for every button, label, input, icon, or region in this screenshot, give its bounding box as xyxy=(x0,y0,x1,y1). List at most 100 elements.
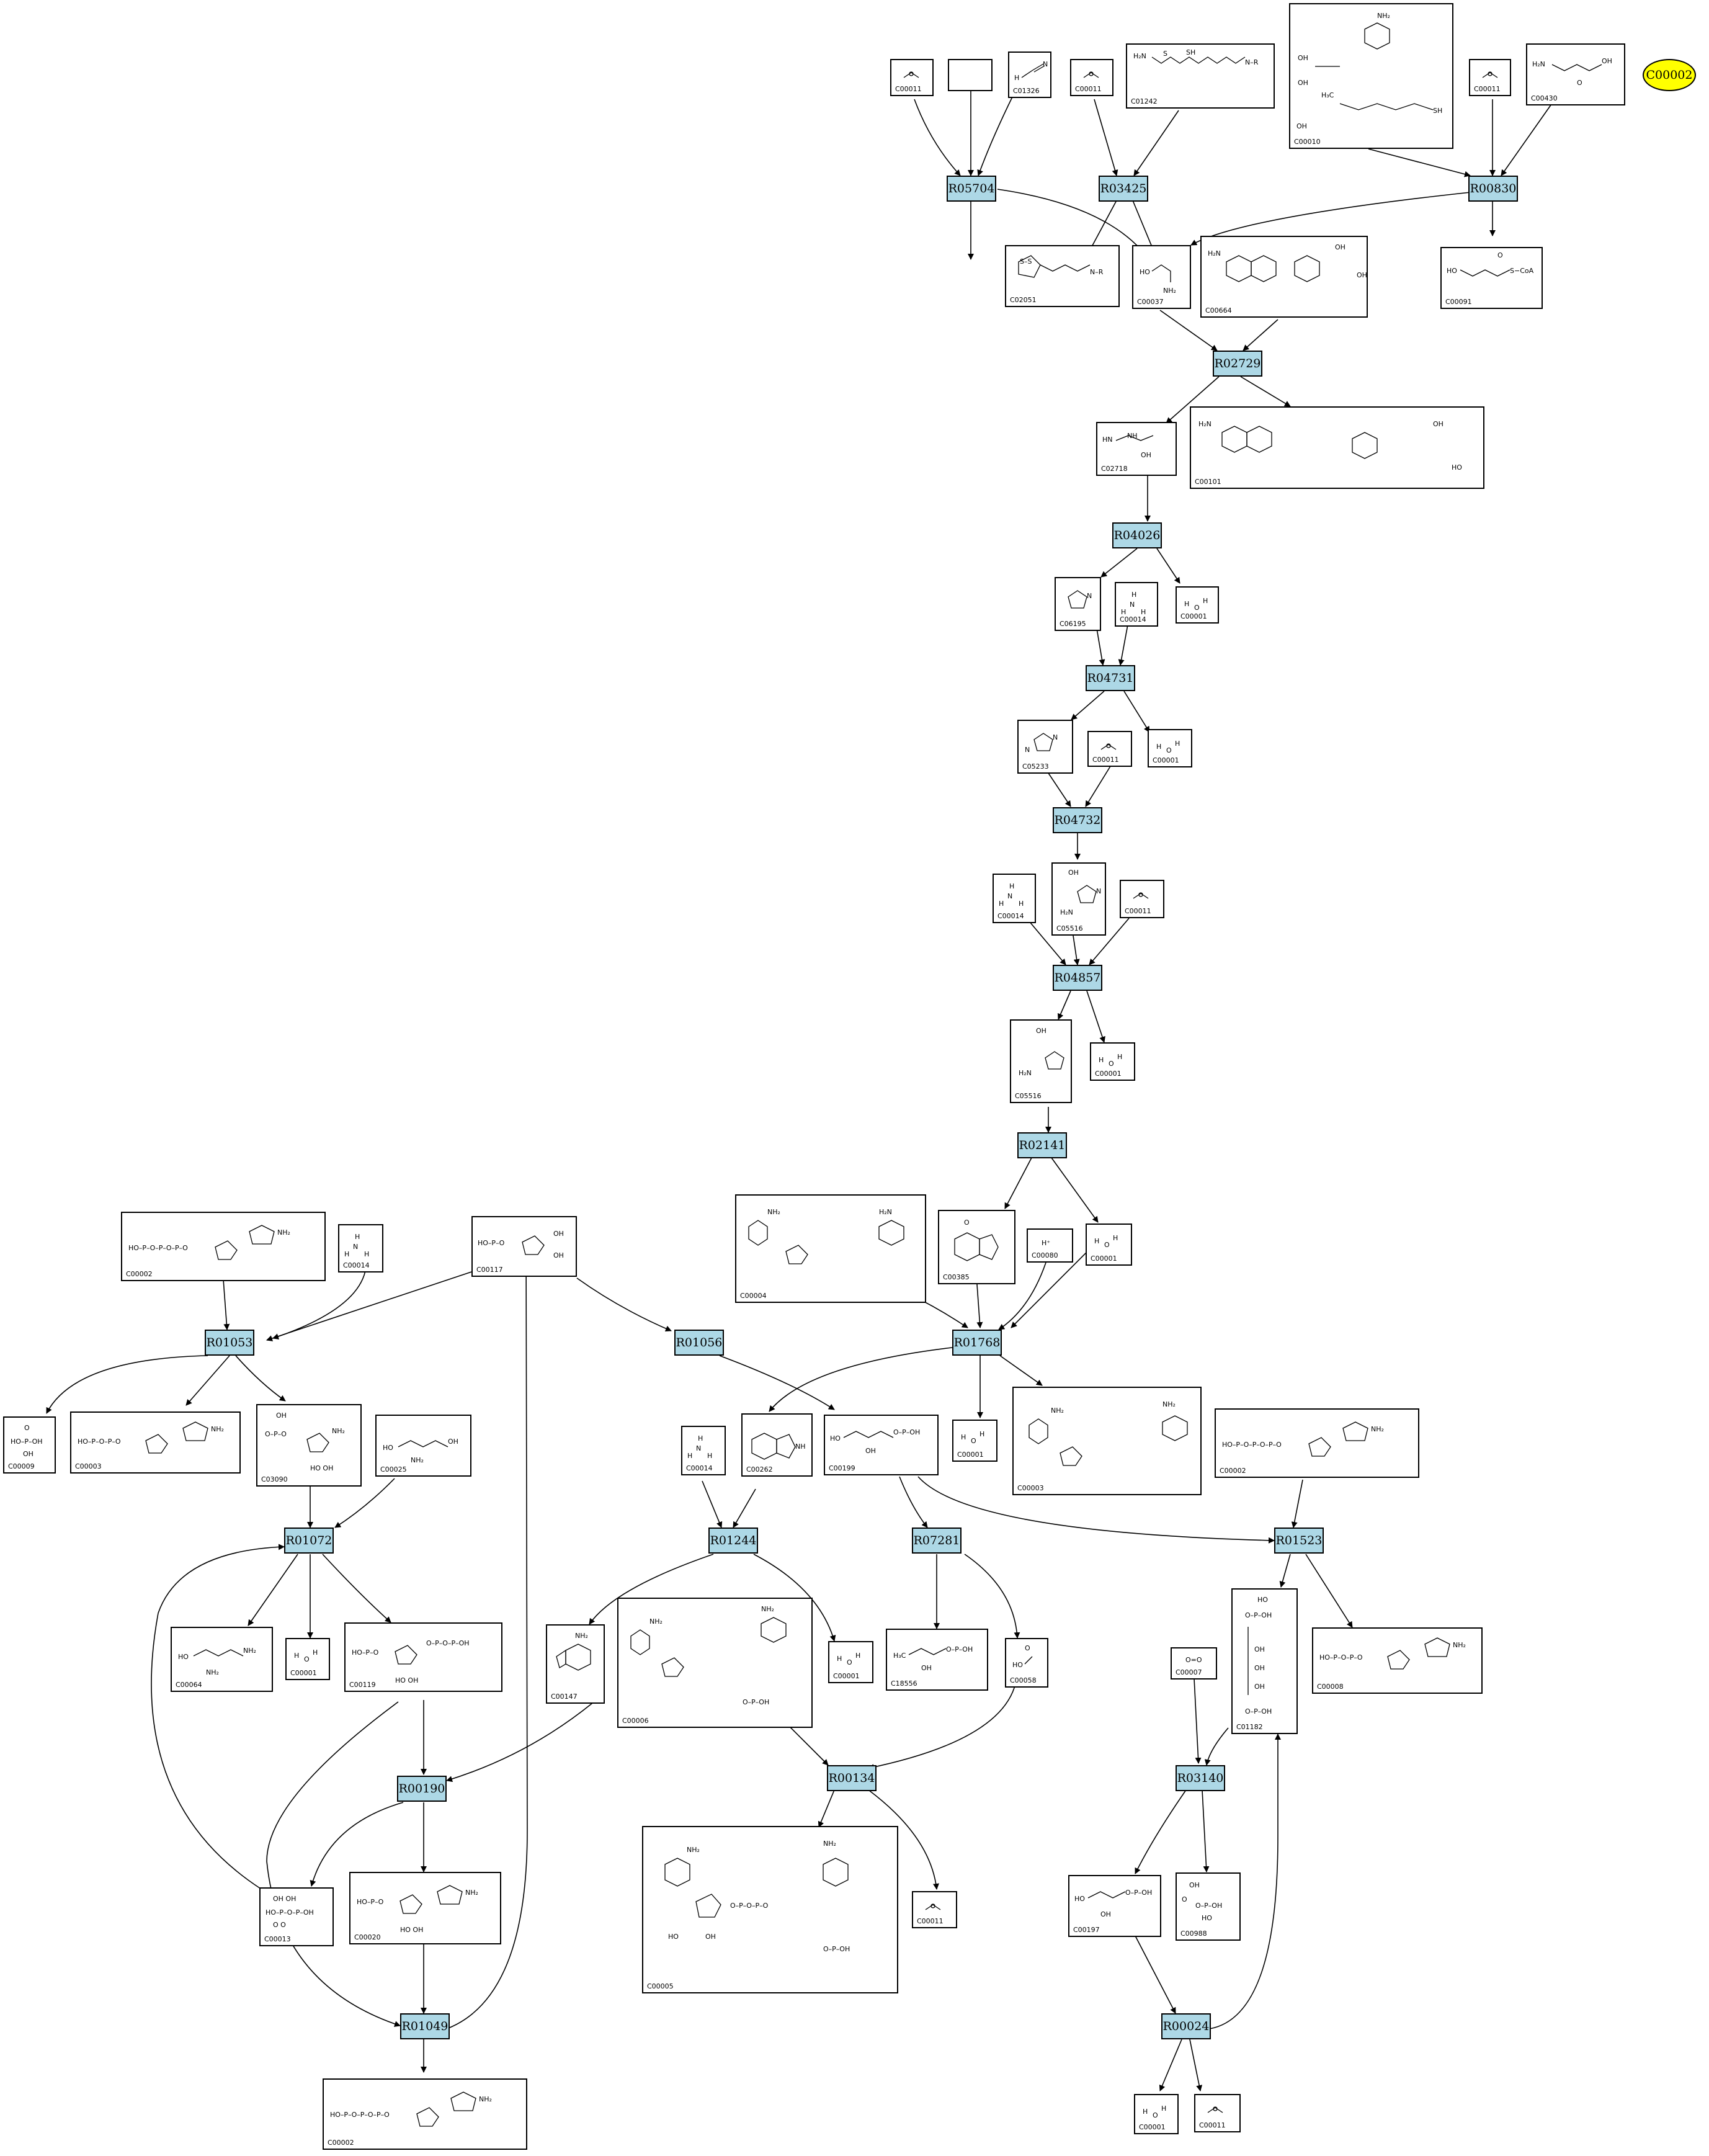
svg-text:NH₂: NH₂ xyxy=(1377,12,1390,20)
compound-box[interactable]: NH C00262 xyxy=(741,1413,813,1477)
svg-text:N: N xyxy=(1087,592,1092,600)
compound-box-empty[interactable] xyxy=(948,59,993,91)
compound-box[interactable]: N C06195 xyxy=(1055,577,1101,631)
aica-ribotide-structure: NH xyxy=(751,1433,806,1460)
compound-box[interactable]: C00011 xyxy=(890,59,934,96)
compound-box[interactable]: C00011 xyxy=(1087,731,1132,767)
reaction-node[interactable]: R01768 xyxy=(952,1330,1002,1356)
reaction-node[interactable]: R03140 xyxy=(1176,1765,1225,1791)
reaction-node[interactable]: R05704 xyxy=(947,176,996,202)
svg-text:NH: NH xyxy=(795,1443,806,1451)
svg-text:O–P–OH: O–P–OH xyxy=(893,1428,920,1436)
svg-text:OH: OH xyxy=(553,1251,564,1259)
reaction-node[interactable]: R02729 xyxy=(1213,351,1262,377)
co2-structure xyxy=(1482,71,1498,78)
reaction-node[interactable]: R01053 xyxy=(205,1330,254,1356)
reaction-node[interactable]: R04026 xyxy=(1112,522,1162,548)
svg-text:HO–P–O–P–O–P–O: HO–P–O–P–O–P–O xyxy=(1222,1441,1282,1449)
svg-text:S: S xyxy=(1163,50,1167,58)
reaction-node[interactable]: R04732 xyxy=(1053,807,1102,833)
reaction-node[interactable]: R01049 xyxy=(400,2013,450,2039)
highlighted-compound-c00002[interactable]: C00002 xyxy=(1643,59,1696,91)
reaction-node[interactable]: R07281 xyxy=(912,1528,962,1554)
reaction-node[interactable]: R00024 xyxy=(1161,2013,1211,2039)
compound-box[interactable]: H⁺ C00080 xyxy=(1027,1228,1073,1263)
reaction-node[interactable]: R01072 xyxy=(284,1528,334,1554)
reaction-node[interactable]: R04731 xyxy=(1086,665,1135,691)
reaction-node[interactable]: R00134 xyxy=(827,1765,877,1791)
compound-box[interactable]: C00011 xyxy=(1194,2094,1241,2132)
reaction-node[interactable]: R01056 xyxy=(674,1330,724,1356)
reaction-node[interactable]: R03425 xyxy=(1099,176,1148,202)
reaction-node[interactable]: R01523 xyxy=(1274,1528,1324,1554)
reaction-node[interactable]: R00190 xyxy=(397,1776,447,1802)
compound-box[interactable]: O C00385 xyxy=(938,1210,1015,1284)
compound-box[interactable]: C00011 xyxy=(912,1891,957,1928)
svg-text:OH: OH xyxy=(23,1450,33,1458)
compound-box[interactable]: O=O C00007 xyxy=(1171,1647,1217,1680)
compound-box[interactable]: C00011 xyxy=(1469,59,1511,96)
svg-text:H: H xyxy=(1121,608,1126,616)
reaction-node[interactable]: R04857 xyxy=(1053,965,1102,991)
reaction-node[interactable]: R00830 xyxy=(1468,176,1518,202)
svg-text:N: N xyxy=(353,1243,358,1251)
svg-text:H: H xyxy=(999,900,1004,908)
reaction-node[interactable]: R02141 xyxy=(1017,1132,1067,1158)
compound-box[interactable]: NH₂ C00147 xyxy=(546,1624,605,1704)
svg-text:HO OH: HO OH xyxy=(400,1926,423,1934)
reaction-node[interactable]: R01244 xyxy=(708,1528,758,1554)
compound-box[interactable]: C00011 xyxy=(1070,59,1113,96)
compound-box[interactable]: C00011 xyxy=(1120,880,1164,918)
